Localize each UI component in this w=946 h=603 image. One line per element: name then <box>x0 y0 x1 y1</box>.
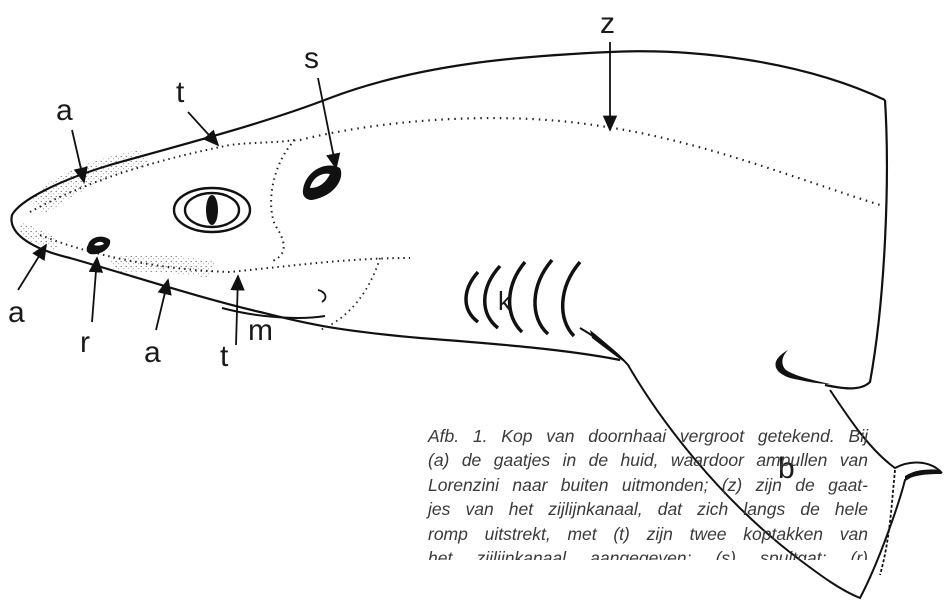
dorsal-mark <box>775 350 830 384</box>
arrow-a-left <box>18 245 46 290</box>
fin-notch-edge <box>880 470 895 575</box>
arrow-s <box>318 78 336 168</box>
eye-pupil <box>206 195 218 225</box>
caption-line: (a) de gaatjes in de huid, waardoor ampu… <box>428 448 868 472</box>
gill-slit <box>510 262 525 332</box>
label-s: s <box>304 42 319 75</box>
caption-line: het zijlijnkanaal aangegeven; (s) spuitg… <box>428 546 868 560</box>
label-z: z <box>600 7 615 40</box>
caption-line: jes van het zijlijnkanaal, dat zich lang… <box>428 497 868 521</box>
gill-slit <box>466 272 478 322</box>
gill-slit <box>563 262 580 336</box>
arrow-r <box>92 258 97 322</box>
caption-line: romp uitstrekt, met (t) zijn twee koptak… <box>428 522 868 546</box>
caption-line: Afb. 1. Kop van doornhaai vergroot getek… <box>428 424 868 448</box>
gill-region-line <box>320 258 380 330</box>
label-a-bottom: a <box>144 336 161 369</box>
caption-line: Lorenzini naar buiten uitmonden; (z) zij… <box>428 473 868 497</box>
head-branch-cheek <box>270 140 295 262</box>
shark-body-outline <box>11 51 885 360</box>
label-m: m <box>248 314 273 347</box>
fin-base-mark <box>590 330 630 366</box>
ampullae-stipple-tip <box>18 222 60 250</box>
label-k: k <box>498 286 512 316</box>
arrow-t-bottom <box>236 276 238 345</box>
shark-back-edge <box>825 100 887 388</box>
label-r: r <box>80 326 90 359</box>
label-a-left: a <box>8 296 25 329</box>
label-t-bottom: t <box>220 340 229 373</box>
lateral-line-canal <box>300 118 880 205</box>
gill-slit <box>535 260 552 334</box>
label-t-top: t <box>176 76 185 109</box>
label-a-top: a <box>56 94 73 127</box>
mouth-corner <box>318 290 325 302</box>
arrow-a-bottom <box>156 280 168 330</box>
figure-caption: Afb. 1. Kop van doornhaai vergroot getek… <box>428 424 868 560</box>
